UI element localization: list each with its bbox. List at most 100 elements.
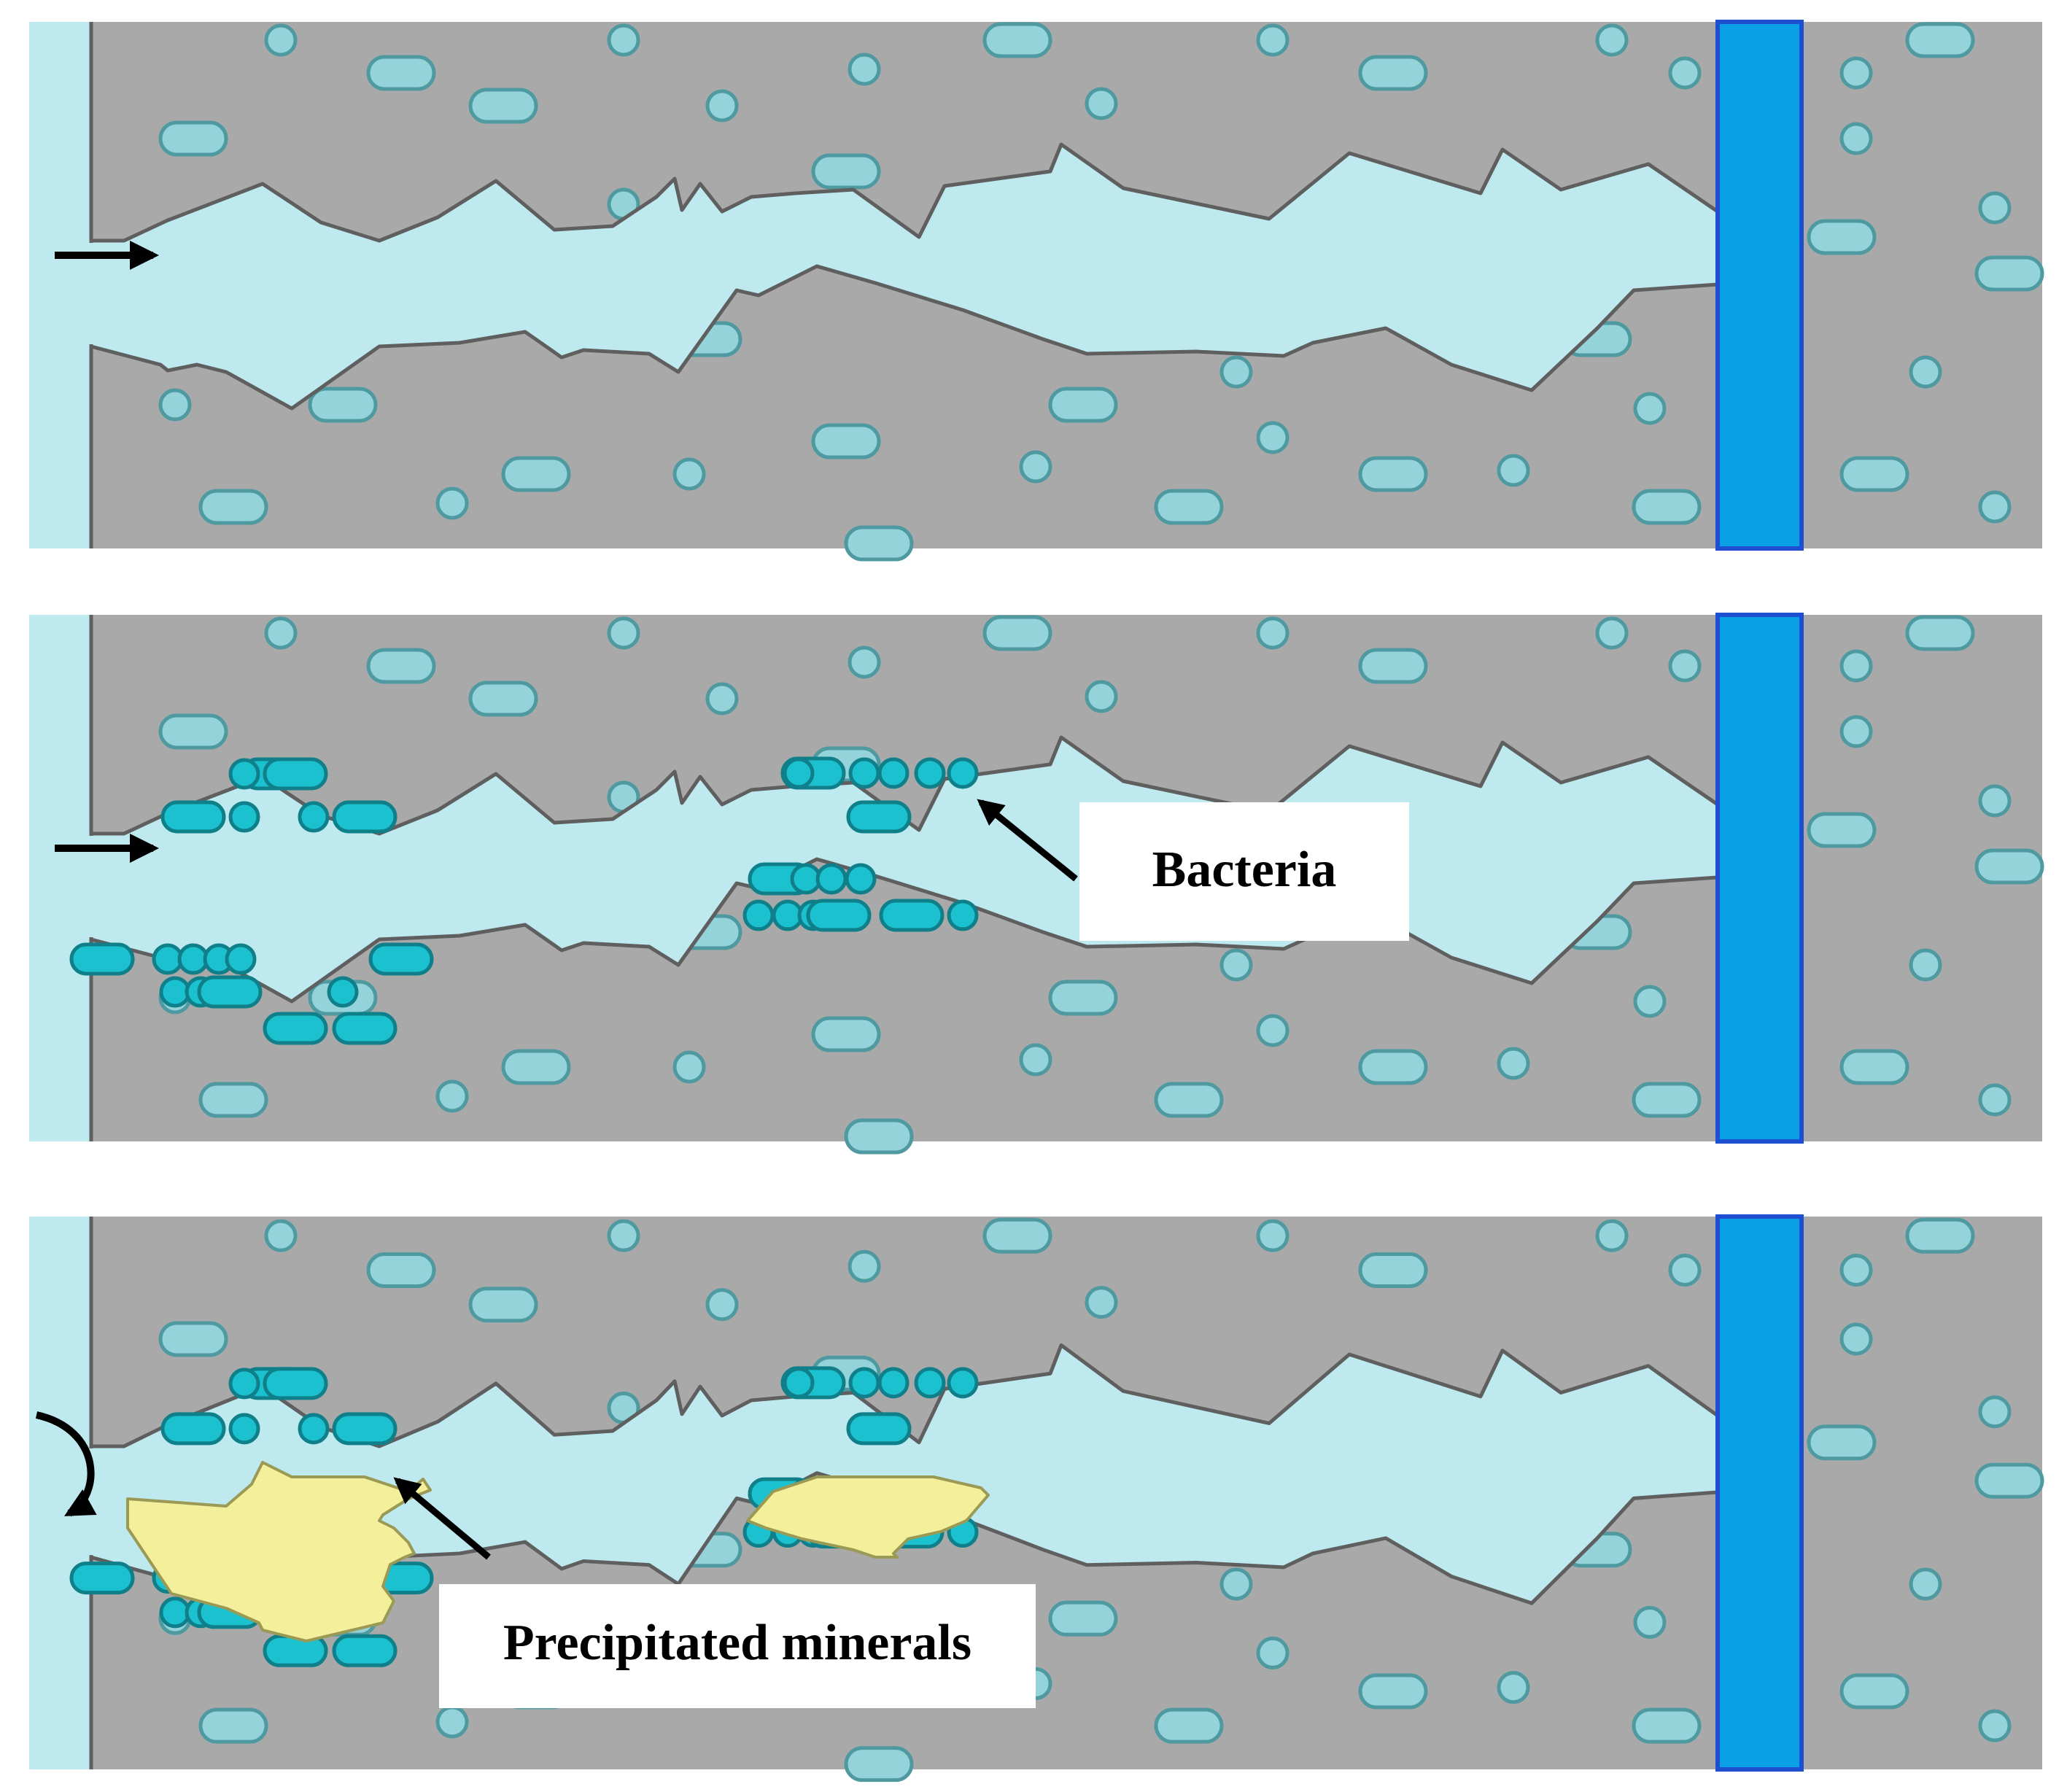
pore-grain	[607, 616, 640, 650]
bacteria-cell	[332, 1412, 398, 1446]
pore-grain	[844, 1746, 914, 1783]
pore-grain	[1219, 1567, 1253, 1601]
pore-grain	[1632, 489, 1702, 525]
pore-grain	[1974, 255, 2044, 292]
pore-grain	[198, 1707, 268, 1744]
bacteria-cell	[69, 1562, 135, 1595]
mineral-deposit	[746, 1475, 990, 1559]
inlet-strip	[29, 22, 91, 548]
bacteria-cell	[846, 1412, 912, 1446]
pore-grain	[1633, 985, 1667, 1018]
pore-grain	[198, 1082, 268, 1118]
pore-grain	[1256, 421, 1290, 454]
bacteria-cell	[914, 1367, 946, 1399]
bacteria-cell	[947, 757, 979, 789]
bacteria-cell	[159, 1597, 191, 1629]
pore-grain	[848, 645, 881, 679]
bacteria-cell	[159, 976, 191, 1008]
pore-grain	[1154, 1082, 1224, 1118]
pore-grain	[1048, 387, 1118, 423]
inlet-strip	[29, 1217, 91, 1769]
pore-grain	[435, 1705, 469, 1739]
bacteria-cell	[772, 899, 804, 931]
pore-grain	[1974, 1462, 2044, 1499]
pore-grain	[1219, 355, 1253, 389]
pore-grain	[1632, 1082, 1702, 1118]
bacteria-cell	[848, 1367, 880, 1399]
bacteria-cell	[177, 943, 209, 975]
pore-grain	[1497, 1671, 1530, 1704]
bacteria-cell	[228, 801, 260, 833]
pore-grain	[705, 89, 739, 123]
panel-1	[29, 20, 2044, 562]
pore-grain	[848, 53, 881, 86]
pore-grain	[264, 23, 298, 57]
bacteria-cell	[790, 863, 822, 895]
pore-grain	[844, 1118, 914, 1155]
pore-grain	[1668, 56, 1702, 90]
bacteria-cell	[228, 1368, 260, 1400]
pore-grain	[1978, 1709, 2012, 1742]
bacteria-cell	[815, 863, 848, 895]
bacteria-cell	[160, 800, 226, 834]
bacteria-cell	[332, 800, 398, 834]
pore-grain	[1807, 812, 1877, 848]
bacteria-cell	[846, 800, 912, 834]
bacteria-cell	[152, 943, 184, 975]
pore-grain	[811, 423, 881, 459]
pore-grain	[1909, 355, 1942, 389]
pore-grain	[1909, 948, 1942, 982]
mineral-deposit	[126, 1461, 432, 1642]
pore-grain	[705, 682, 739, 715]
panels	[29, 20, 2044, 1783]
pore-grain	[1632, 1707, 1702, 1744]
pore-grain	[1839, 649, 1873, 683]
pore-grain	[1085, 1286, 1118, 1319]
pore-grain	[1497, 454, 1530, 487]
pore-grain	[264, 1219, 298, 1252]
bacteria-cell	[228, 1413, 260, 1445]
pore-grain	[1358, 1252, 1428, 1288]
pore-grain	[1839, 456, 1909, 492]
bacteria-cell	[263, 1367, 328, 1400]
pore-grain	[158, 713, 228, 750]
bacteria-cell	[845, 863, 877, 895]
bacteria-cell	[879, 899, 945, 932]
bacteria-cell	[298, 801, 330, 833]
pore-grain	[811, 153, 881, 190]
channel-opening	[86, 836, 96, 937]
pore-grain	[1497, 1047, 1530, 1080]
pore-grain	[1358, 55, 1428, 91]
bacteria-cell	[848, 757, 880, 789]
pore-grain	[1358, 456, 1428, 492]
pore-grain	[1905, 22, 1975, 58]
pore-grain	[1256, 1219, 1290, 1252]
bacteria-cell	[783, 757, 815, 789]
bacteria-label: Bacteria	[1152, 842, 1337, 898]
pore-grain	[1909, 1567, 1942, 1601]
pore-grain	[1358, 1049, 1428, 1085]
pore-grain	[366, 55, 436, 91]
bacteria-cell	[332, 1012, 398, 1045]
pore-grain	[607, 23, 640, 57]
pore-grain	[1839, 1253, 1873, 1287]
pore-grain	[1256, 1014, 1290, 1047]
minerals-label: Precipitated minerals	[503, 1615, 972, 1671]
pore-grain	[1905, 1217, 1975, 1254]
pore-grain	[705, 1288, 739, 1322]
bacteria-cell	[877, 757, 910, 789]
bacteria-cell	[263, 757, 328, 791]
pore-grain	[1978, 1395, 2012, 1429]
bacteria-label-box	[1079, 802, 1409, 941]
pore-grain	[435, 486, 469, 520]
pore-grain	[366, 1252, 436, 1288]
pore-grain	[1595, 616, 1629, 650]
pore-grain	[1807, 1424, 1877, 1461]
panel-2	[29, 613, 2044, 1155]
pore-grain	[982, 22, 1052, 58]
bacteria-cell	[327, 976, 359, 1008]
pore-grain	[1839, 1049, 1909, 1085]
pore-grain	[1839, 56, 1873, 90]
pore-grain	[1595, 23, 1629, 57]
